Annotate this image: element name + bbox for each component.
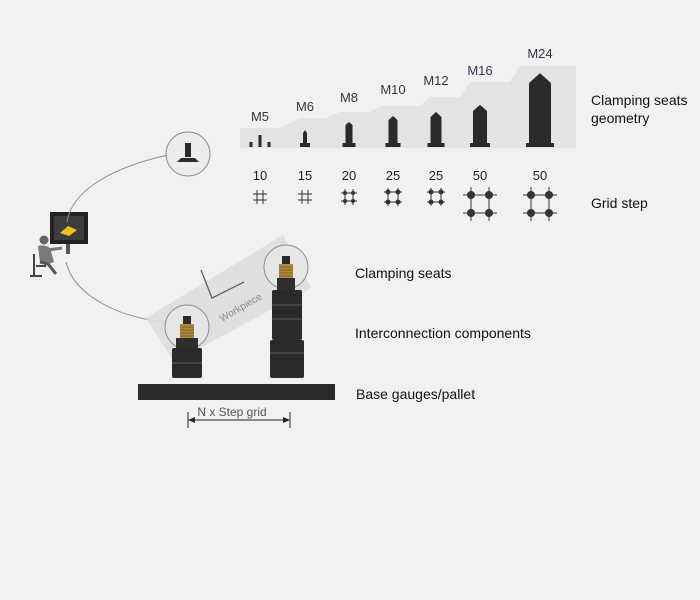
geometry-backdrop bbox=[240, 66, 576, 148]
grid-dimension: N x Step grid bbox=[187, 405, 291, 428]
seat-bolt-m24 bbox=[526, 73, 554, 147]
clamping-seat-geometry bbox=[249, 73, 554, 147]
size-label-m16: M16 bbox=[467, 63, 492, 78]
grid-step-icon-3 bbox=[341, 189, 357, 205]
interconnection-label: Interconnection components bbox=[355, 325, 531, 341]
grid-step-label: Grid step bbox=[591, 195, 648, 211]
grid-step-icons bbox=[253, 187, 557, 221]
clamping-seats-label: Clamping seats bbox=[355, 265, 452, 281]
size-label-m8: M8 bbox=[340, 90, 358, 105]
operator-workstation bbox=[30, 212, 88, 277]
clamping-geometry-label: Clamping seats geometry bbox=[591, 91, 688, 127]
base-label: Base gauges/pallet bbox=[356, 386, 476, 402]
grid-dimension-label: N x Step grid bbox=[197, 405, 266, 419]
grid-step-labels: 10 15 20 25 25 50 50 bbox=[253, 168, 547, 183]
seat-bolt-m5 bbox=[249, 135, 271, 147]
size-label-m5: M5 bbox=[251, 109, 269, 124]
grid-step-icon-2 bbox=[298, 190, 312, 204]
grid-step-icon-1 bbox=[253, 190, 267, 204]
base-pallet bbox=[138, 384, 335, 400]
grid-step-icon-6 bbox=[463, 187, 497, 221]
seat-bolt-m12 bbox=[427, 112, 445, 147]
seat-bolt-m16 bbox=[470, 104, 490, 147]
seat-bolt-m6 bbox=[300, 130, 310, 147]
short-interconnection-column bbox=[164, 304, 210, 378]
step-label-4: 25 bbox=[386, 168, 400, 183]
step-label-6: 50 bbox=[473, 168, 487, 183]
size-labels: M5 M6 M8 M10 M12 M16 M24 bbox=[251, 46, 553, 124]
seat-bolt-m8 bbox=[342, 121, 356, 147]
clamping-geometry-label-line2: geometry bbox=[591, 110, 650, 126]
grid-step-icon-7 bbox=[523, 187, 557, 221]
step-label-3: 20 bbox=[342, 168, 356, 183]
size-label-m10: M10 bbox=[380, 82, 405, 97]
seat-bolt-m10 bbox=[385, 115, 401, 147]
size-label-m6: M6 bbox=[296, 99, 314, 114]
size-label-m12: M12 bbox=[423, 73, 448, 88]
grid-step-icon-5 bbox=[427, 188, 445, 206]
step-label-1: 10 bbox=[253, 168, 267, 183]
step-label-5: 25 bbox=[429, 168, 443, 183]
step-label-2: 15 bbox=[298, 168, 312, 183]
step-label-7: 50 bbox=[533, 168, 547, 183]
grid-step-icon-4 bbox=[384, 188, 402, 206]
seat-detail-circle bbox=[165, 131, 211, 177]
tall-interconnection-column bbox=[263, 244, 309, 378]
clamping-geometry-label-line1: Clamping seats bbox=[591, 92, 688, 108]
size-label-m24: M24 bbox=[527, 46, 552, 61]
